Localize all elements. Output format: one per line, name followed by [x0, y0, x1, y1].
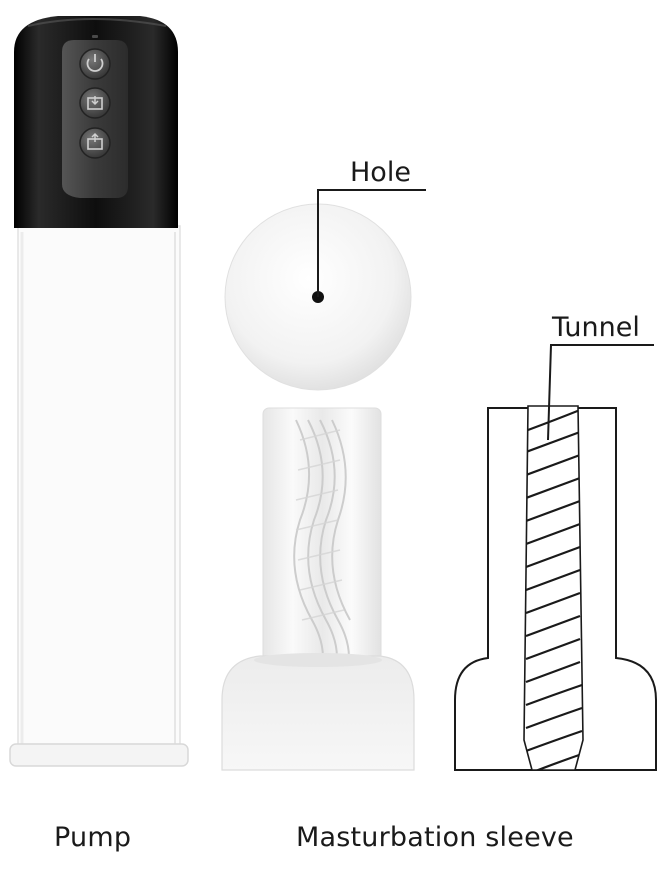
sleeve-cross-section: [454, 405, 657, 771]
pump-tube: [9, 225, 189, 767]
pump-label: Pump: [54, 822, 132, 853]
hole-label: Hole: [350, 157, 411, 188]
tunnel-callout-line: [547, 344, 654, 441]
pump: [9, 16, 189, 767]
sleeve-body: [262, 407, 382, 667]
control-panel: [62, 35, 128, 198]
power-icon: [79, 48, 111, 80]
hole-callout-line: [317, 189, 426, 297]
sleeve-base: [221, 653, 415, 771]
release-icon: [79, 127, 111, 159]
tunnel-label: Tunnel: [552, 312, 640, 343]
mode-icon: [79, 87, 111, 119]
sleeve-label: Masturbation sleeve: [296, 822, 574, 853]
tunnel: [523, 405, 584, 771]
